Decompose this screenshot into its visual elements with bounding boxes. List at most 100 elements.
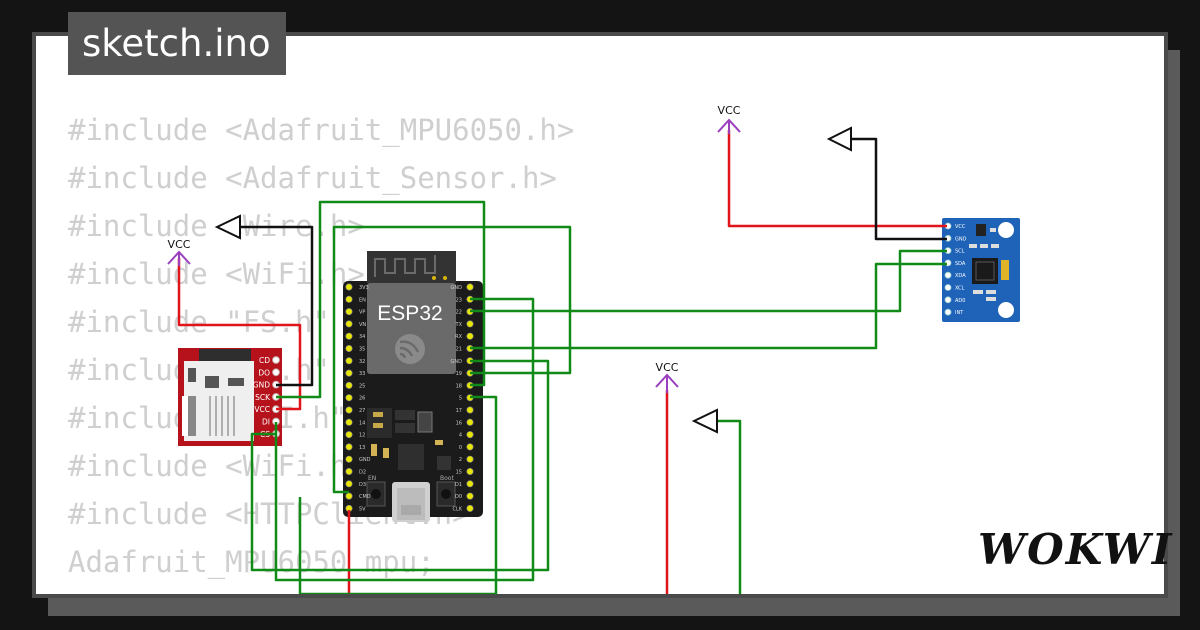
spi-wire-1 (250, 359, 550, 572)
header-pin[interactable] (345, 295, 353, 303)
spi-wire-4 (298, 395, 498, 594)
pin-label: 13 (359, 445, 365, 451)
scl-wire (274, 297, 535, 582)
esp32-label: ESP32 (377, 302, 442, 325)
pin-label: 15 (456, 470, 462, 476)
svg-text:VCC: VCC (718, 104, 741, 117)
pin-label: GND (359, 457, 371, 463)
pin-label: RX (455, 334, 462, 340)
mpu-pin[interactable] (944, 271, 952, 279)
header-pin[interactable] (345, 308, 353, 316)
pin-label: GND (451, 359, 463, 365)
pin-label: GND (451, 285, 463, 291)
pin-label: 5V (359, 506, 366, 512)
usb-port (392, 482, 430, 522)
mpu-pin-label: GND (955, 236, 967, 242)
header-pin[interactable] (466, 480, 474, 488)
header-pin[interactable] (466, 418, 474, 426)
header-pin[interactable] (466, 431, 474, 439)
pin-label: 25 (359, 383, 365, 389)
header-pin[interactable] (466, 406, 474, 414)
header-pin[interactable] (466, 332, 474, 340)
pin-label: D3 (359, 482, 366, 488)
header-pin[interactable] (345, 467, 353, 475)
header-pin[interactable] (466, 455, 474, 463)
header-pin[interactable] (466, 443, 474, 451)
svg-text:VCC: VCC (168, 238, 191, 251)
header-pin[interactable] (345, 455, 353, 463)
pin-label: D0 (455, 494, 462, 500)
sd-pin-label: GND (253, 381, 270, 390)
header-pin[interactable] (345, 369, 353, 377)
code-line: #include <Adafruit_Sensor.h> (68, 161, 557, 195)
pin-label: VP (359, 310, 365, 316)
mpu-pin[interactable] (944, 296, 952, 304)
vcc-wire-mpu (727, 130, 947, 228)
header-pin[interactable] (345, 320, 353, 328)
sd-pin-label: SCK (255, 393, 271, 402)
header-pin[interactable] (345, 394, 353, 402)
pin-label: 32 (359, 359, 365, 365)
header-pin[interactable] (345, 443, 353, 451)
en-button[interactable] (371, 489, 381, 499)
pin-label: 5 (459, 396, 462, 402)
esp32-left-header: 3V3ENVPVN34353233252627141213GNDD2D3CMD5… (345, 283, 371, 512)
mpu-pin-label: INT (955, 310, 964, 316)
header-pin[interactable] (345, 357, 353, 365)
pin-label: 16 (456, 420, 462, 426)
header-pin[interactable] (466, 492, 474, 500)
pin-label: 35 (359, 347, 365, 353)
pin-label: TX (455, 322, 463, 328)
header-pin[interactable] (345, 492, 353, 500)
header-pin[interactable] (466, 320, 474, 328)
pin-label: D2 (359, 470, 366, 476)
header-pin[interactable] (466, 467, 474, 475)
vcc-marker-2: VCC (167, 238, 191, 266)
pin-label: CMD (359, 494, 371, 500)
en-button-label: EN (368, 475, 376, 482)
sd-pin[interactable] (272, 356, 280, 364)
pin-label: 2 (459, 457, 462, 463)
gnd-wire-sd (240, 225, 314, 387)
ground-arrow-icon (826, 126, 852, 152)
header-pin[interactable] (466, 283, 474, 291)
header-pin[interactable] (466, 504, 474, 512)
pin-label: 19 (456, 371, 462, 377)
vcc-wire-sd (177, 258, 302, 411)
spi-wire-2 (332, 225, 572, 494)
header-pin[interactable] (345, 431, 353, 439)
espressif-logo-icon (395, 334, 425, 364)
header-pin[interactable] (345, 418, 353, 426)
code-line: #include <Adafruit_MPU6050.h> (68, 113, 575, 147)
header-pin[interactable] (345, 344, 353, 352)
header-pin[interactable] (345, 480, 353, 488)
header-pin[interactable] (345, 406, 353, 414)
ground-arrow-icon (214, 214, 241, 240)
i2c-wire-2 (470, 262, 947, 350)
pin-label: 14 (359, 420, 365, 426)
mpu-pin[interactable] (944, 308, 952, 316)
pin-label: 4 (459, 433, 462, 439)
mpu-pin[interactable] (944, 284, 952, 291)
sd-pin[interactable] (272, 368, 280, 377)
header-pin[interactable] (345, 283, 353, 291)
sd-pin-label: DO (258, 368, 270, 377)
header-pin[interactable] (345, 381, 353, 389)
wokwi-logo: WOKWI (978, 525, 1174, 574)
gnd-wire-mpu (851, 137, 947, 241)
pin-label: 17 (456, 408, 462, 414)
mpu-pin-label: XDA (955, 273, 966, 279)
mpu-pin-label: SDA (955, 261, 966, 267)
file-tab[interactable]: sketch.ino (68, 12, 286, 75)
pin-label: EN (359, 297, 366, 303)
pin-label: 33 (359, 371, 365, 377)
header-pin[interactable] (345, 332, 353, 340)
pin-label: 21 (456, 347, 462, 353)
mpu-pin-label: SCL (955, 249, 965, 255)
svg-text:VCC: VCC (656, 361, 679, 374)
boot-button[interactable] (441, 489, 451, 499)
spi-wire-5 (717, 419, 742, 594)
